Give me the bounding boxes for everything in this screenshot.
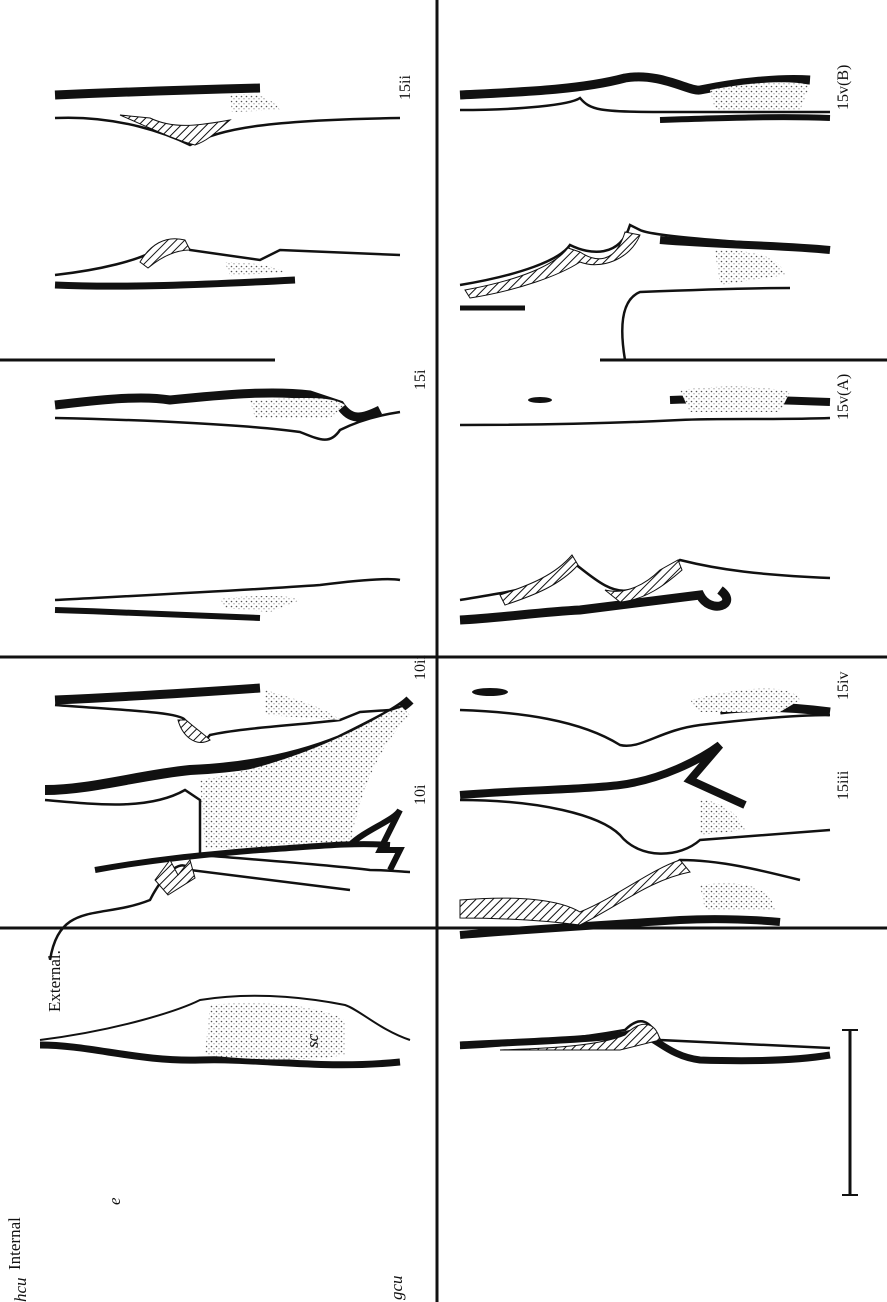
panel-15iv-label: 15iv [835, 672, 852, 700]
panel-15ii: 15ii [55, 75, 414, 287]
panel-15i-cuticle-b [55, 610, 260, 618]
label-gcu: gcu [387, 1275, 406, 1300]
panel-10ii-cuticle-a [55, 688, 260, 700]
panel-15iv-stipple-a [690, 688, 800, 712]
panel-15v-b-tissue-line [622, 288, 790, 360]
panel-15iv-fragment [472, 688, 508, 696]
panel-15ii-stipple-a [230, 94, 280, 112]
panel-15i-stipple-a [250, 398, 345, 418]
panel-15i: 15i [55, 369, 429, 618]
panel-15iii-cuticle-b [460, 745, 745, 805]
panel-15iv-hatch-b [460, 860, 690, 925]
panel-15v-b-cuticle-a2 [660, 117, 830, 120]
panel-15v-a-hatch-b [500, 555, 578, 605]
panel-15i-epidermis-b [55, 579, 400, 600]
panel-15ii-cuticle-b [55, 280, 295, 286]
panel-15v-b-label: 15v(B) [835, 65, 852, 110]
panel-15iv-epidermis-a [460, 710, 830, 746]
panel-10i-fold [350, 810, 400, 870]
panel-10i-stipple-left [205, 1003, 345, 1059]
panel-15i-stipple-b [220, 596, 300, 612]
panel-10ii-label: 10ii [412, 655, 429, 680]
panel-15i-label: 15i [412, 369, 429, 390]
panel-15v-b: 15v(B) [460, 65, 852, 360]
panel-15ii-hatch-a [120, 115, 230, 145]
panel-10i: 10i External. Internal hcu gcu e sc [5, 700, 429, 1302]
panel-15v-a: 15v(A) [460, 374, 852, 620]
panel-15v-b-stipple-b [715, 250, 785, 285]
panel-15iii-label: 15iii [835, 770, 852, 800]
panel-10ii-stipple-a [265, 690, 340, 720]
panel-10ii-epidermis-b [50, 865, 350, 960]
label-sc: sc [303, 1033, 322, 1048]
panel-15ii-label: 15ii [397, 75, 414, 100]
panel-10i-label: 10i [412, 784, 429, 805]
panel-15ii-cuticle-a [55, 88, 260, 95]
panel-15v-a-fragment [528, 397, 552, 403]
panel-10ii-hatch-a [178, 720, 210, 742]
label-external: External. [45, 950, 64, 1012]
panel-15v-a-label: 15v(A) [835, 374, 852, 420]
panel-10ii-hatch-b [155, 860, 195, 895]
panel-15ii-epidermis-b [55, 242, 400, 275]
panel-15ii-hatch-b [140, 239, 190, 268]
label-hcu: hcu [11, 1277, 30, 1302]
panel-15iii-epidermis-b [460, 800, 830, 854]
panel-15ii-stipple-b [225, 262, 285, 276]
panel-15v-b-hatch-b [465, 232, 640, 298]
panel-15iii: 15iii [460, 745, 858, 1195]
panel-15v-a-stipple-a [680, 386, 790, 412]
label-internal: Internal [5, 1217, 24, 1270]
panel-15v-a-epidermis-a [460, 418, 830, 425]
panel-15iv-stipple-b [700, 883, 775, 910]
label-e: e [105, 1197, 124, 1205]
panel-15v-b-cuticle-b [660, 240, 830, 250]
